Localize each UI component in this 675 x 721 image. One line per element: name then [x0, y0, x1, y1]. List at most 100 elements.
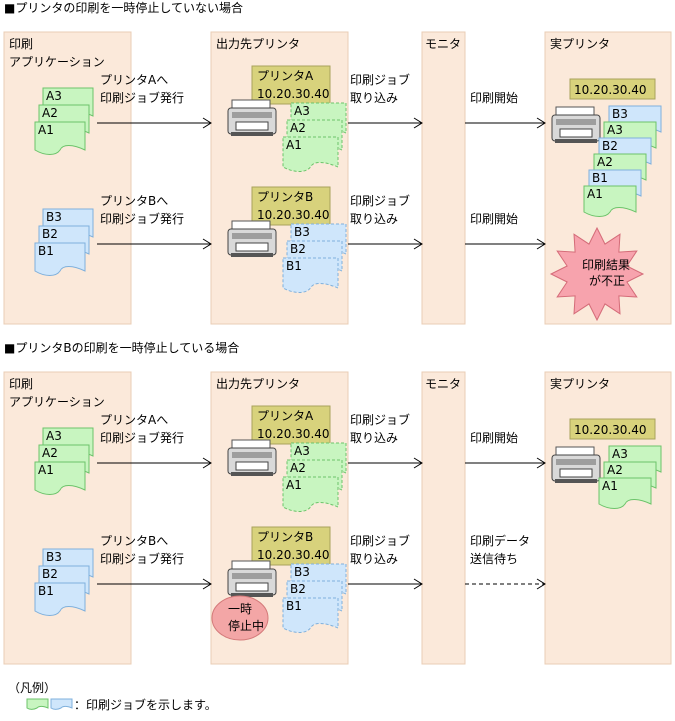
arrow-head	[413, 117, 423, 129]
printer-tray	[235, 461, 269, 471]
legend: （凡例）：印刷ジョブを示します。	[8, 681, 217, 712]
print-job-label: A1	[286, 478, 302, 492]
error-burst-text: 印刷結果	[582, 258, 630, 272]
output-printer-label: プリンタB 10.20.30.40	[251, 186, 331, 226]
print-job-sheet: A1	[34, 121, 86, 155]
print-job-shape	[34, 461, 86, 495]
column-panel	[421, 371, 466, 665]
print-job-label: B3	[294, 565, 310, 579]
printer-icon	[227, 99, 277, 136]
print-job-shape	[598, 477, 652, 509]
legend-swatch-job-a	[26, 698, 49, 710]
print-job-label: A2	[42, 446, 58, 460]
arrow-head	[536, 238, 546, 250]
print-job-label: A1	[602, 479, 618, 493]
print-job-label: B2	[602, 139, 618, 153]
print-job-label: A1	[38, 463, 54, 477]
printer-label-text: 10.20.30.40	[257, 208, 330, 222]
printer-label-text: 10.20.30.40	[257, 427, 330, 441]
print-job-label: A2	[607, 463, 623, 477]
printer-base	[231, 132, 273, 136]
printer-icon	[227, 439, 277, 476]
printer-label-text: 10.20.30.40	[257, 87, 330, 101]
print-job-sheet: A1	[598, 477, 652, 509]
print-job-sheet: A1	[282, 476, 339, 512]
column-title: モニタ	[425, 37, 461, 51]
printer-base	[555, 479, 597, 483]
printer-label-text: プリンタB	[257, 530, 313, 544]
column-panel	[421, 31, 466, 325]
flow-arrow	[97, 457, 212, 469]
flow-arrow	[465, 578, 546, 590]
monitor-action-label: 印刷開始	[470, 91, 518, 105]
monitor-action-label: 送信待ち	[470, 551, 518, 566]
send-job-label: プリンタAへ	[100, 73, 168, 87]
flow-arrow	[97, 117, 212, 129]
send-job-label: 印刷ジョブ発行	[100, 211, 184, 226]
print-job-shape	[34, 582, 86, 616]
printer-top	[232, 112, 272, 118]
legend-swatch-shape	[26, 698, 49, 710]
job-row: A3A2A1プリンタAへ印刷ジョブ発行プリンタA10.20.30.40A3A2A…	[34, 65, 546, 172]
job-row: B3B2B1プリンタBへ印刷ジョブ発行プリンタB10.20.30.40B3B2B…	[34, 526, 546, 641]
flow-arrow	[465, 117, 546, 129]
capture-job-label: 印刷ジョブ	[350, 193, 410, 208]
output-printer-label: プリンタA 10.20.30.40	[251, 405, 331, 445]
printer-tray	[235, 242, 269, 252]
printer-label-box	[251, 65, 331, 105]
printer-label-text: 10.20.30.40	[574, 83, 647, 97]
print-job-label: A2	[290, 461, 306, 475]
print-job-label: A3	[46, 89, 62, 103]
column-title: 印刷	[9, 377, 33, 391]
arrow-head	[413, 578, 423, 590]
print-job-label: B1	[286, 259, 302, 273]
print-job-sheet: B1	[34, 242, 86, 276]
print-job-label: B1	[592, 171, 608, 185]
error-burst-shape	[549, 226, 645, 322]
monitor-action-label: 印刷データ	[470, 533, 530, 548]
printer-label-text: 10.20.30.40	[257, 548, 330, 562]
print-job-label: A2	[42, 106, 58, 120]
print-job-shape	[282, 136, 339, 172]
job-row: B3B2B1プリンタBへ印刷ジョブ発行プリンタB10.20.30.40B3B2B…	[34, 186, 546, 293]
printer-base	[231, 253, 273, 257]
print-job-label: B2	[42, 567, 58, 581]
printer-top	[556, 459, 596, 465]
legend-title: （凡例）	[8, 681, 56, 695]
column-monitor: モニタ	[421, 371, 466, 665]
capture-job-label: 印刷ジョブ	[350, 533, 410, 548]
column-title: アプリケーション	[9, 395, 105, 409]
print-job-label: B3	[612, 107, 628, 121]
printer-icon	[227, 220, 277, 257]
print-job-label: A3	[294, 444, 310, 458]
print-job-shape	[34, 242, 86, 276]
printer-label-box	[251, 405, 331, 445]
printer-label-text: プリンタB	[257, 190, 313, 204]
print-job-label: B1	[38, 584, 54, 598]
monitor-action-label: 印刷開始	[470, 212, 518, 226]
printer-top	[232, 573, 272, 579]
column-title: 出力先プリンタ	[216, 37, 300, 51]
print-job-sheet: B1	[34, 582, 86, 616]
arrow-head	[202, 117, 212, 129]
column-title: モニタ	[425, 377, 461, 391]
printer-icon	[551, 106, 601, 143]
print-job-label: B1	[38, 244, 54, 258]
printer-base	[231, 472, 273, 476]
printer-tray	[235, 121, 269, 131]
printer-label-text: 10.20.30.40	[574, 423, 647, 437]
column-real-printer: 実プリンタ	[544, 371, 672, 665]
flow-arrow	[97, 238, 212, 250]
print-job-label: B2	[290, 242, 306, 256]
printer-label-text: プリンタA	[257, 409, 314, 423]
print-job-shape	[282, 476, 339, 512]
column-panel	[3, 371, 132, 665]
